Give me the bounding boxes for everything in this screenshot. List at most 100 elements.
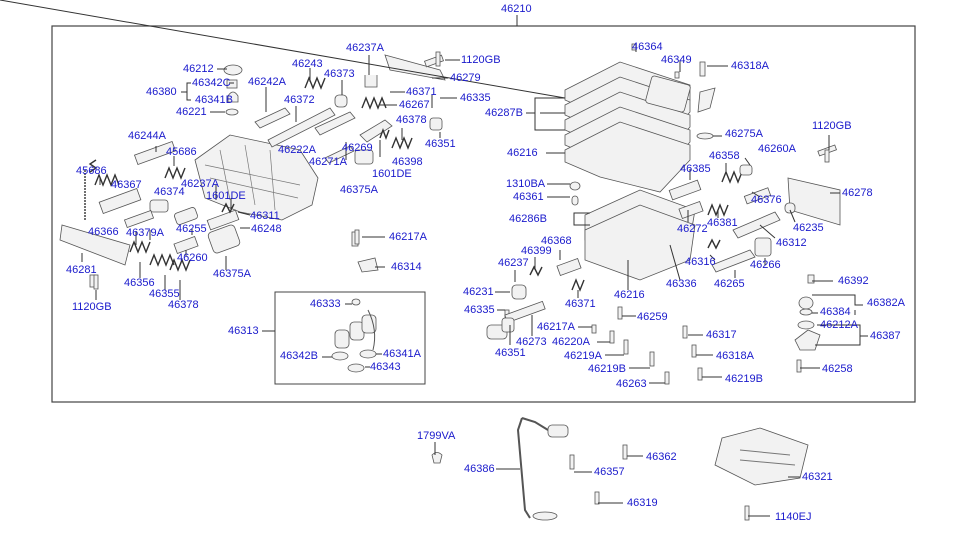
part-label[interactable]: 46371: [406, 86, 437, 98]
part-label[interactable]: 46342B: [280, 350, 318, 362]
part-label[interactable]: 46372: [284, 94, 315, 106]
part-label[interactable]: 46378: [168, 299, 199, 311]
part-label[interactable]: 46311: [250, 210, 280, 222]
part-label[interactable]: 46378: [396, 114, 427, 126]
part-label[interactable]: 46399: [521, 245, 552, 257]
part-label[interactable]: 46231: [463, 286, 494, 298]
part-label[interactable]: 46386: [464, 463, 495, 475]
part-label[interactable]: 46260A: [758, 143, 796, 155]
part-label[interactable]: 46366: [88, 226, 119, 238]
part-label[interactable]: 46314: [391, 261, 422, 273]
part-label[interactable]: 46342C: [192, 77, 231, 89]
part-label[interactable]: 46221: [176, 106, 207, 118]
part-label[interactable]: 46376: [751, 194, 782, 206]
part-label[interactable]: 46220A: [552, 336, 590, 348]
part-label[interactable]: 46242A: [248, 76, 286, 88]
part-label[interactable]: 46351: [425, 138, 456, 150]
part-label[interactable]: 46368: [541, 235, 572, 247]
part-label[interactable]: 46243: [292, 58, 323, 70]
part-label[interactable]: 46384: [820, 306, 851, 318]
part-label[interactable]: 46312: [776, 237, 807, 249]
part-label[interactable]: 1799VA: [417, 430, 456, 442]
part-label[interactable]: 46258: [822, 363, 853, 375]
part-label-46210[interactable]: 46210: [501, 3, 532, 15]
part-label[interactable]: 46374: [154, 186, 185, 198]
part-label[interactable]: 46318A: [716, 350, 754, 362]
part-label[interactable]: 46263: [616, 378, 647, 390]
part-label[interactable]: 46341A: [383, 348, 421, 360]
part-label[interactable]: 46317: [706, 329, 737, 341]
part-label[interactable]: 1120GB: [461, 54, 501, 66]
part-label[interactable]: 46321: [802, 471, 833, 483]
part-label[interactable]: 46216: [614, 289, 645, 301]
part-label[interactable]: 46248: [251, 223, 282, 235]
part-label[interactable]: 46319: [627, 497, 658, 509]
part-label[interactable]: 46380: [146, 86, 177, 98]
part-label[interactable]: 46267: [399, 99, 430, 111]
part-label[interactable]: 46217A: [537, 321, 575, 333]
part-label[interactable]: 46358: [709, 150, 740, 162]
part-label[interactable]: 46219A: [564, 350, 602, 362]
part-label[interactable]: 46212: [183, 63, 214, 75]
part-label[interactable]: 1601DE: [206, 190, 246, 202]
part-label[interactable]: 46361: [513, 191, 544, 203]
part-label[interactable]: 46273: [516, 336, 547, 348]
part-label[interactable]: 46392: [838, 275, 869, 287]
part-label[interactable]: 46244A: [128, 130, 166, 142]
part-label[interactable]: 46260: [177, 252, 208, 264]
part-label[interactable]: 46259: [637, 311, 668, 323]
part-label[interactable]: 46286B: [509, 213, 547, 225]
part-label[interactable]: 46212A: [820, 319, 858, 331]
part-label[interactable]: 46387: [870, 330, 901, 342]
part-label[interactable]: 46336: [666, 278, 697, 290]
part-label[interactable]: 46385: [680, 163, 711, 175]
part-label[interactable]: 46382A: [867, 297, 905, 309]
part-label[interactable]: 1310BA: [506, 178, 546, 190]
part-label[interactable]: 46217A: [389, 231, 427, 243]
part-label[interactable]: 46279: [450, 72, 481, 84]
part-label[interactable]: 46335: [464, 304, 495, 316]
part-label[interactable]: 1120GB: [812, 120, 852, 132]
part-label[interactable]: 46216: [507, 147, 538, 159]
part-label[interactable]: 46222A: [278, 144, 316, 156]
part-label[interactable]: 46333: [310, 298, 341, 310]
part-label[interactable]: 46364: [632, 41, 663, 53]
part-label[interactable]: 46357: [594, 466, 625, 478]
part-label[interactable]: 46371: [565, 298, 596, 310]
part-label[interactable]: 46219B: [725, 373, 763, 385]
part-label[interactable]: 46255: [176, 223, 207, 235]
part-label[interactable]: 46341B: [195, 94, 233, 106]
part-label[interactable]: 46271A: [309, 156, 347, 168]
part-label[interactable]: 46362: [646, 451, 677, 463]
part-label[interactable]: 1140EJ: [775, 511, 812, 523]
part-label[interactable]: 46237A: [346, 42, 384, 54]
part-label[interactable]: 1601DE: [372, 168, 412, 180]
part-label[interactable]: 46316: [685, 256, 716, 268]
part-label[interactable]: 46235: [793, 222, 824, 234]
part-label[interactable]: 46373: [324, 68, 355, 80]
part-label[interactable]: 46265: [714, 278, 745, 290]
part-label[interactable]: 46343: [370, 361, 401, 373]
part-label[interactable]: 46313: [228, 325, 259, 337]
part-label[interactable]: 46219B: [588, 363, 626, 375]
part-label[interactable]: 46237: [498, 257, 529, 269]
part-label[interactable]: 45686: [166, 146, 197, 158]
part-label[interactable]: 46266: [750, 259, 781, 271]
part-label[interactable]: 46318A: [731, 60, 769, 72]
part-label[interactable]: 1120GB: [72, 301, 112, 313]
part-label[interactable]: 46349: [661, 54, 692, 66]
part-label[interactable]: 45686: [76, 165, 107, 177]
part-label[interactable]: 46335: [460, 92, 491, 104]
part-label[interactable]: 46281: [66, 264, 97, 276]
part-label[interactable]: 46367: [111, 179, 142, 191]
part-label[interactable]: 46375A: [340, 184, 378, 196]
part-label[interactable]: 46356: [124, 277, 155, 289]
part-label[interactable]: 46287B: [485, 107, 523, 119]
part-label[interactable]: 46379A: [126, 227, 164, 239]
part-label[interactable]: 46355: [149, 288, 180, 300]
part-label[interactable]: 46375A: [213, 268, 251, 280]
part-label[interactable]: 46381: [707, 217, 738, 229]
part-label[interactable]: 46398: [392, 156, 423, 168]
part-label[interactable]: 46278: [842, 187, 873, 199]
part-label[interactable]: 46275A: [725, 128, 763, 140]
